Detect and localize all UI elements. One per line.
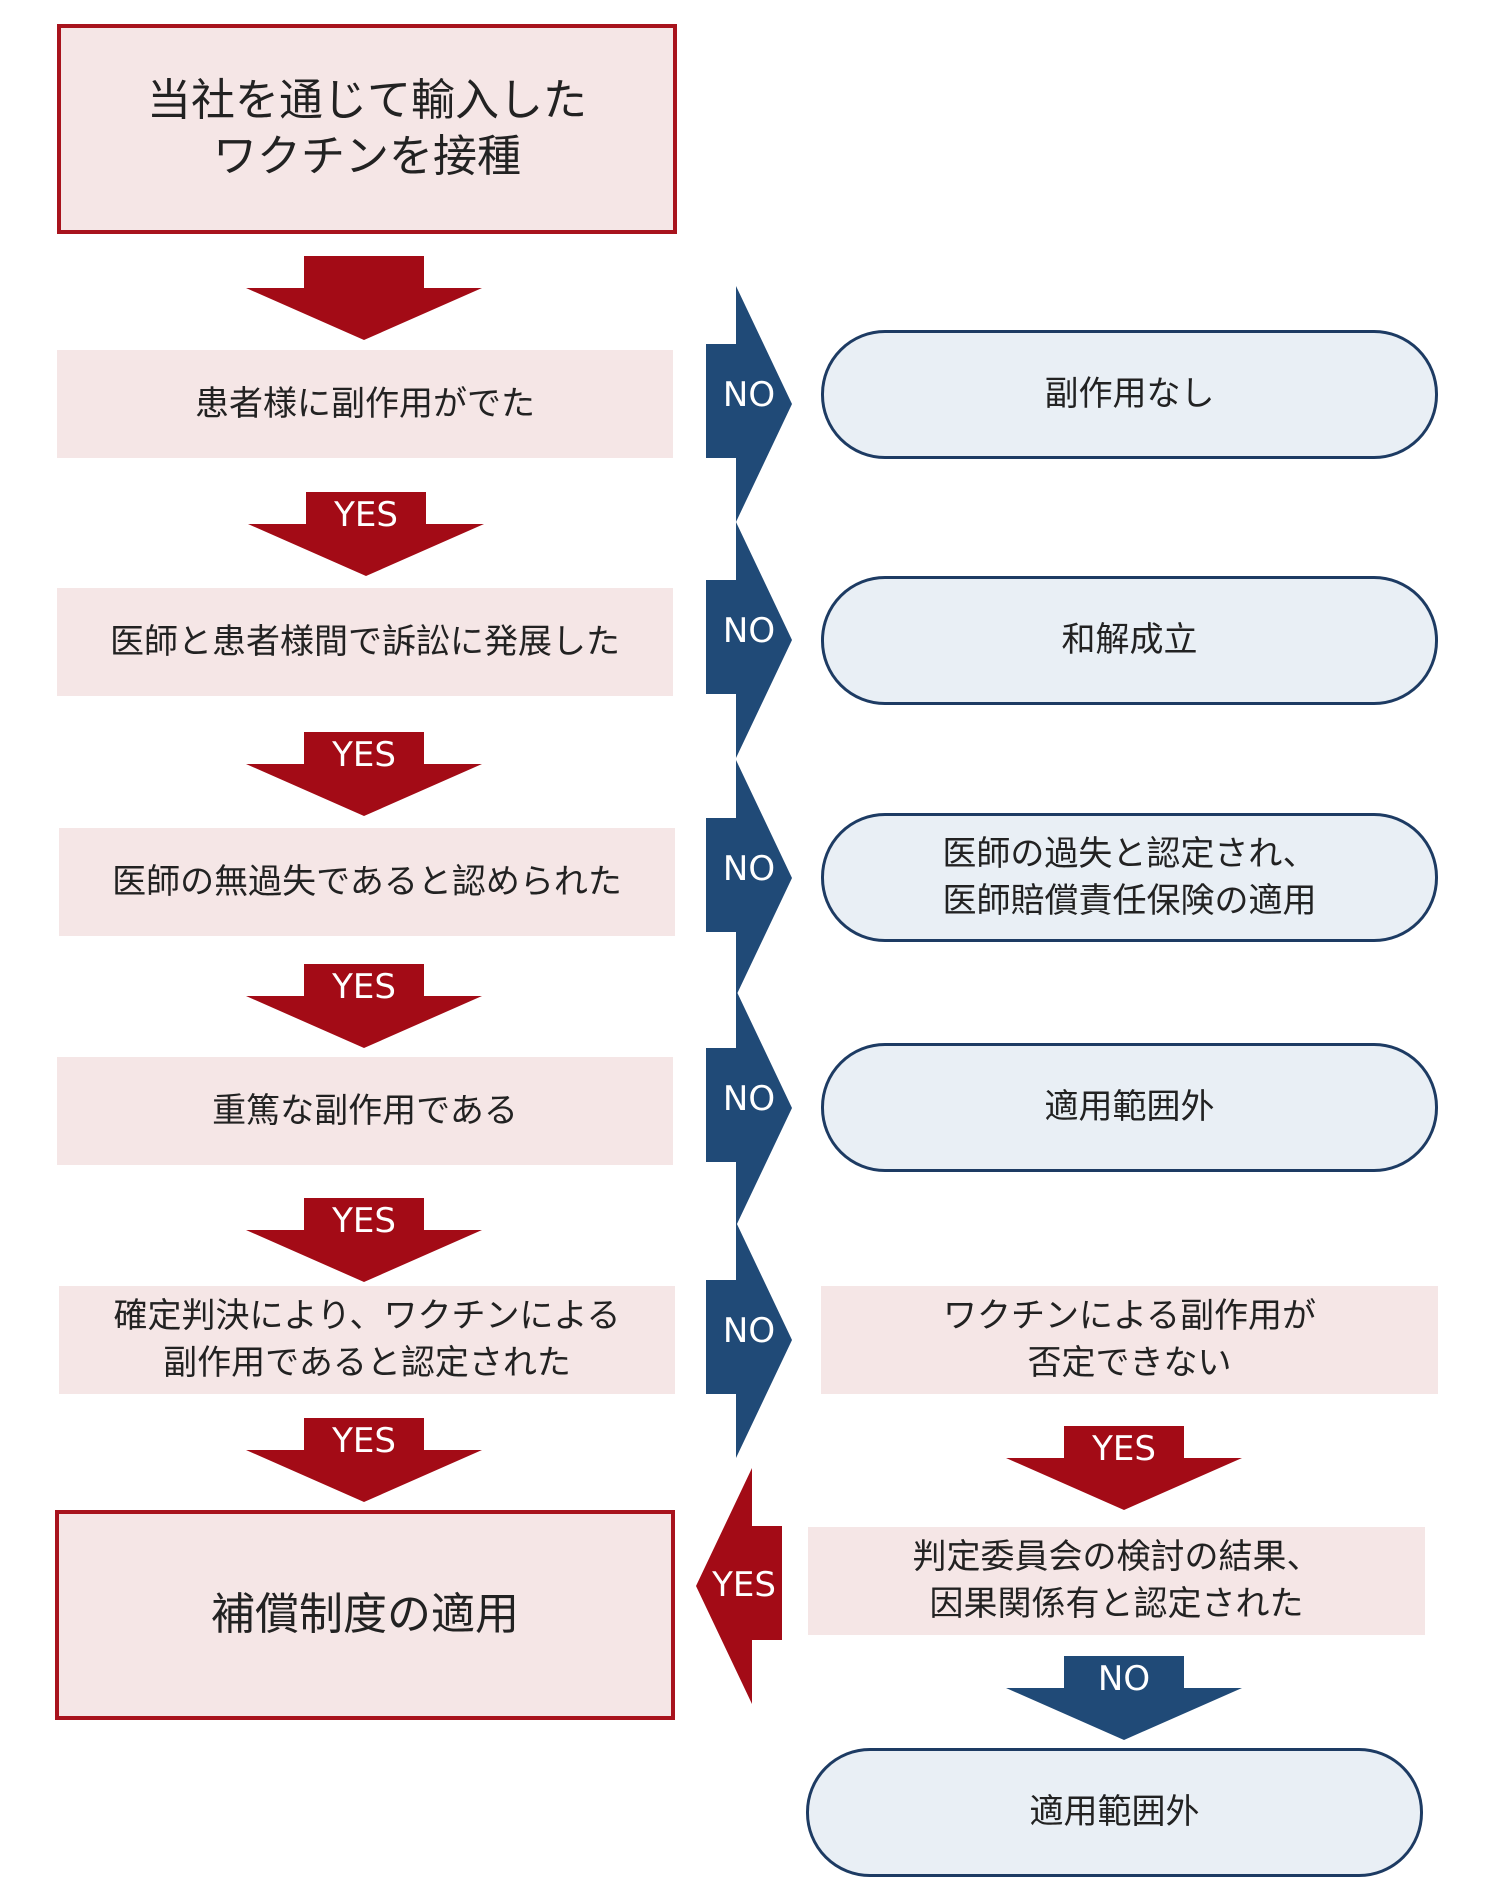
yes-arrow-right: YES: [1006, 1426, 1242, 1510]
no-arrow-1: NO: [706, 286, 792, 522]
outcome-settlement: 和解成立: [821, 576, 1438, 705]
yes-arrow-3: YES: [246, 964, 482, 1048]
outcome-no-side-effect: 副作用なし: [821, 330, 1438, 459]
no-label: NO: [722, 375, 776, 415]
yes-arrow-5: YES: [246, 1418, 482, 1502]
yes-label: YES: [1092, 1429, 1156, 1469]
yes-label: YES: [334, 495, 398, 535]
question-committee: 判定委員会の検討の結果、 因果関係有と認定された: [808, 1527, 1425, 1635]
no-label: NO: [722, 849, 776, 889]
yes-label: YES: [332, 1201, 396, 1241]
no-arrow-5: NO: [706, 1222, 792, 1458]
question-side-effect: 患者様に副作用がでた: [57, 350, 673, 458]
yes-arrow-2: YES: [246, 732, 482, 816]
no-label: NO: [722, 611, 776, 651]
no-label: NO: [722, 1311, 776, 1351]
start-text: 当社を通じて輸入した ワクチンを接種: [147, 74, 587, 182]
down-arrow-start: [246, 256, 482, 340]
yes-label: YES: [332, 967, 396, 1007]
yes-label: YES: [332, 1421, 396, 1461]
no-arrow-4: NO: [706, 990, 792, 1226]
no-arrow-down: NO: [1006, 1656, 1242, 1740]
no-arrow-3: NO: [706, 760, 792, 996]
question-final-judgment: 確定判決により、ワクチンによる 副作用であると認定された: [59, 1286, 675, 1394]
no-label: NO: [722, 1079, 776, 1119]
yes-arrow-4: YES: [246, 1198, 482, 1282]
yes-arrow-left: YES: [696, 1468, 782, 1704]
no-arrow-2: NO: [706, 522, 792, 758]
no-label: NO: [1097, 1659, 1151, 1699]
yes-label: YES: [332, 735, 396, 775]
question-no-negligence: 医師の無過失であると認められた: [59, 828, 675, 936]
yes-arrow-1: YES: [248, 492, 484, 576]
outcome-out-of-scope: 適用範囲外: [821, 1043, 1438, 1172]
question-cannot-deny: ワクチンによる副作用が 否定できない: [821, 1286, 1438, 1394]
question-lawsuit: 医師と患者様間で訴訟に発展した: [57, 588, 673, 696]
yes-label: YES: [712, 1565, 776, 1605]
outcome-out-of-scope-final: 適用範囲外: [806, 1748, 1423, 1877]
outcome-doctor-insurance: 医師の過失と認定され、 医師賠償責任保険の適用: [821, 813, 1438, 942]
start-box: 当社を通じて輸入した ワクチンを接種: [57, 24, 677, 234]
question-serious: 重篤な副作用である: [57, 1057, 673, 1165]
final-compensation-box: 補償制度の適用: [55, 1510, 675, 1720]
